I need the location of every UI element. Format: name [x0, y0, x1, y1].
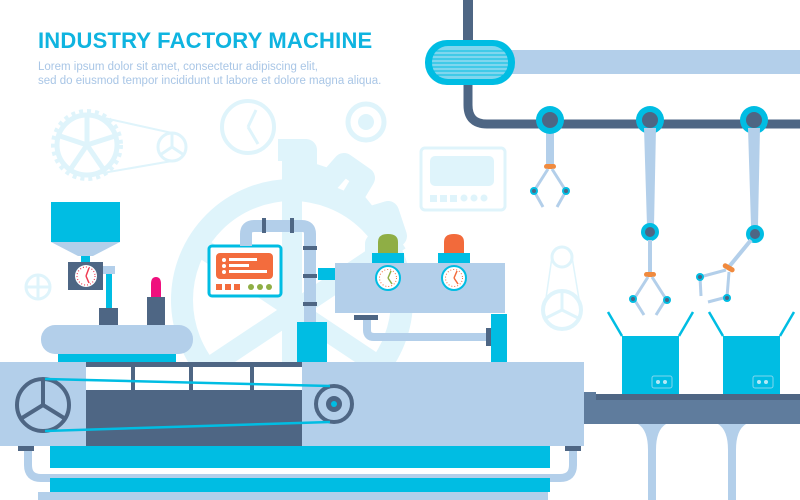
- subtitle-line-1: Lorem ipsum dolor sit amet, consectetur …: [38, 61, 318, 73]
- conveyor-machine: [0, 362, 596, 500]
- pipe-system: [240, 218, 507, 362]
- drive-wheel: [15, 377, 71, 433]
- hopper: [51, 202, 120, 263]
- gear-belt-icon: [51, 109, 188, 181]
- gear-belt-right-icon: [541, 245, 583, 331]
- clock-icon: [220, 99, 276, 155]
- gauge-clock-1: [375, 265, 401, 291]
- robot-arm-1: [530, 106, 570, 208]
- dispenser-clock: [68, 262, 118, 325]
- gauge-clock-2: [441, 265, 467, 291]
- mixer-tank: [335, 234, 505, 313]
- cardboard-box-1: [606, 311, 695, 394]
- lipstick-product: [147, 277, 165, 325]
- small-gear-icon: [24, 273, 52, 301]
- robot-arm-2: [629, 106, 671, 316]
- target-icon: [345, 101, 387, 143]
- output-conveyor: [584, 394, 800, 500]
- orange-indicator-lamp: [438, 234, 470, 263]
- faint-panel-icon: [419, 146, 507, 212]
- cardboard-box-2: [707, 311, 796, 394]
- subtitle-line-2: sed do eiusmod tempor incididunt ut labo…: [38, 75, 382, 87]
- green-indicator-lamp: [372, 234, 404, 263]
- left-platform: [41, 325, 193, 364]
- page-subtitle: Lorem ipsum dolor sit amet, consectetur …: [38, 60, 381, 88]
- control-panel[interactable]: [207, 244, 283, 298]
- overhead-rail: [425, 0, 800, 129]
- robot-arm-3: [696, 106, 768, 304]
- page-title: INDUSTRY FACTORY MACHINE: [38, 28, 373, 53]
- motor-capsule: [425, 40, 515, 85]
- pulley-wheel: [314, 384, 354, 424]
